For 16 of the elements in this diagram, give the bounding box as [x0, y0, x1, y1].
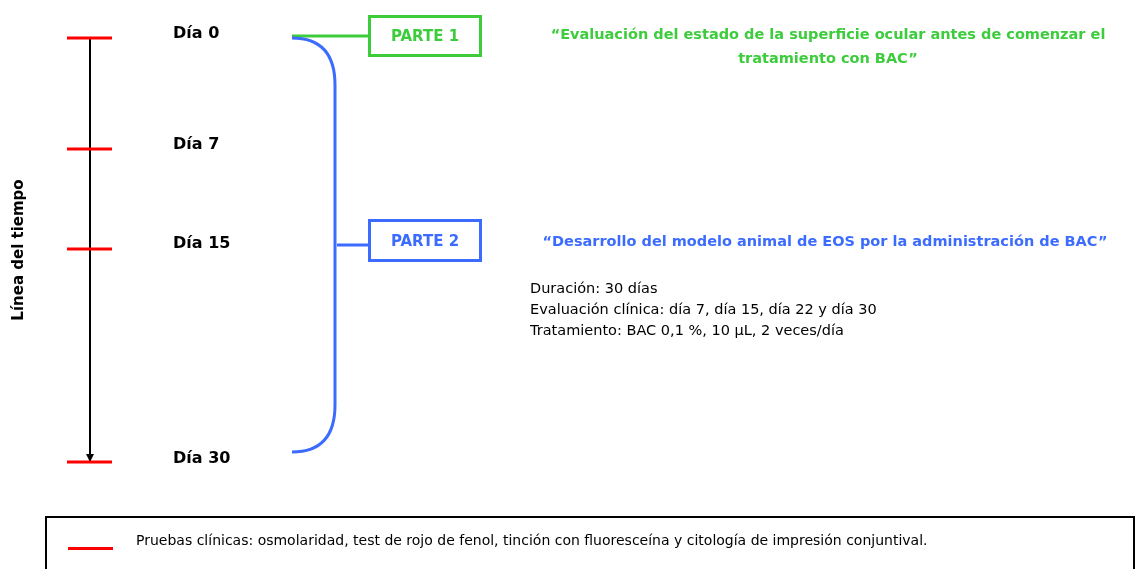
- detail-text: Evaluación clínica: día 7, día 15, día 22 y día 30: [530, 301, 877, 317]
- part-box: PARTE 1: [368, 15, 482, 57]
- day-label: Día 15: [173, 233, 231, 252]
- detail-text: Duración: 30 días: [530, 280, 658, 296]
- day-label: Día 0: [173, 23, 220, 42]
- detail-text: Tratamiento: BAC 0,1 %, 10 μL, 2 veces/día: [530, 322, 844, 338]
- legend-text: Pruebas clínicas: osmolaridad, test de rojo de fenol, tinción con fluoresceína y citología de impresión conjuntival.: [136, 532, 928, 548]
- day-label: Día 7: [173, 134, 220, 153]
- part-box: PARTE 2: [368, 219, 482, 262]
- part-title: “Evaluación del estado de la superficie ocular antes de comenzar el tratamiento con BAC”: [549, 25, 1107, 68]
- axis-title: Línea del tiempo: [9, 179, 27, 321]
- curly-bracket: [290, 36, 337, 454]
- day-label: Día 30: [173, 448, 231, 467]
- part-title: “Desarrollo del modelo animal de EOS por la administración de BAC”: [541, 232, 1109, 251]
- connector-line: [292, 34, 368, 38]
- connector-line: [337, 243, 368, 247]
